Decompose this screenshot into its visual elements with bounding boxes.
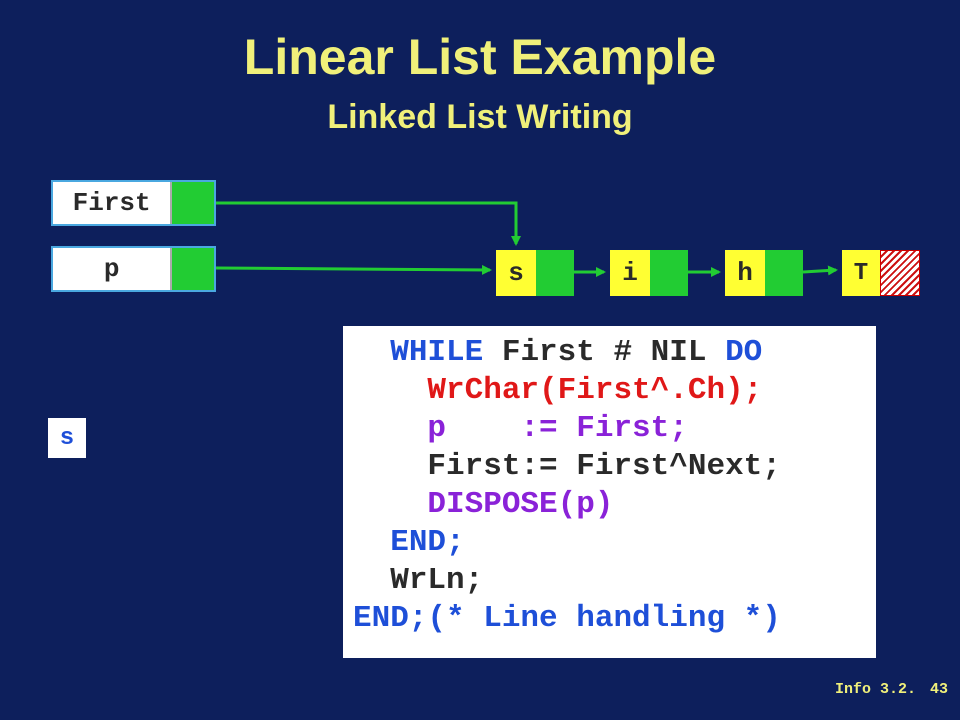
keyword-while: WHILE [390, 335, 484, 370]
list-node-s: s [496, 250, 574, 296]
first-pointer-field [170, 182, 214, 224]
code-line-advance-first: First:= First^Next; [353, 448, 876, 486]
terminator-data-field: T [842, 250, 880, 296]
end-while-statement: END; [390, 525, 465, 560]
node-pointer-field [536, 250, 574, 296]
slide-footer: Info 3.2. 43 [821, 681, 948, 698]
list-terminator-node: T [842, 250, 920, 296]
output-box: s [48, 418, 86, 458]
advance-first-statement: First:= First^Next; [427, 449, 781, 484]
code-line-end-procedure: END;(* Line handling *) [353, 600, 876, 638]
slide-subtitle: Linked List Writing [327, 98, 633, 136]
list-node-h: h [725, 250, 803, 296]
first-variable: First [51, 180, 216, 226]
p-pointer-field [170, 248, 214, 290]
wrchar-statement: WrChar(First^.Ch); [427, 373, 763, 408]
node-pointer-field [650, 250, 688, 296]
p-variable: p [51, 246, 216, 292]
slide-title: Linear List Example [243, 29, 717, 85]
assign-p-statement: p := First; [427, 411, 688, 446]
code-line-wrchar: WrChar(First^.Ch); [353, 372, 876, 410]
dispose-statement: DISPOSE(p) [427, 487, 614, 522]
node-pointer-field [765, 250, 803, 296]
code-line-wrln: WrLn; [353, 562, 876, 600]
p-to-node-arrow [215, 264, 492, 275]
node-data-field: i [610, 250, 650, 296]
while-condition: First # NIL [483, 335, 726, 370]
list-node-i: i [610, 250, 688, 296]
code-line-dispose: DISPOSE(p) [353, 486, 876, 524]
footer-reference: Info 3.2. [834, 681, 916, 698]
wrln-statement: WrLn; [390, 563, 484, 598]
first-variable-label: First [72, 188, 151, 218]
page-number: 43 [929, 681, 948, 698]
node-data-field: h [725, 250, 765, 296]
code-panel: WHILE First # NIL DO WrChar(First^.Ch); … [343, 326, 876, 658]
node-data-field: s [496, 250, 536, 296]
keyword-do: DO [725, 335, 763, 370]
code-line-assign-p: p := First; [353, 410, 876, 448]
p-variable-label: p [103, 254, 120, 284]
code-line-while: WHILE First # NIL DO [353, 334, 876, 372]
first-to-node-arrow [216, 201, 521, 246]
code-line-end-while: END; [353, 524, 876, 562]
end-procedure-statement: END;(* Line handling *) [353, 601, 781, 636]
node-h-to-terminator-arrow [802, 265, 838, 276]
nil-pointer-hatch [880, 250, 920, 296]
